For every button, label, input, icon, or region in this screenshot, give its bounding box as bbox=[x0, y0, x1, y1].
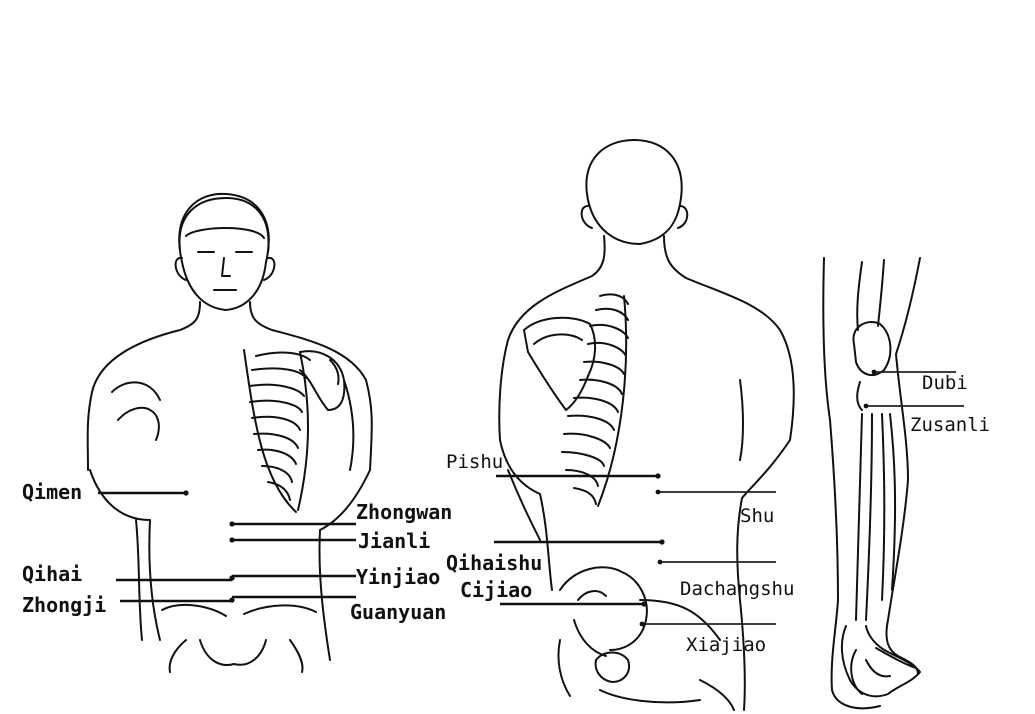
label-jianli: Jianli bbox=[358, 531, 430, 551]
back-scapula bbox=[524, 318, 595, 410]
label-qihai: Qihai bbox=[22, 564, 82, 584]
dachangshu-point bbox=[658, 560, 663, 565]
back-head-outline bbox=[586, 140, 681, 244]
label-zhongwan: Zhongwan bbox=[356, 502, 452, 522]
zusanli-point bbox=[864, 404, 869, 409]
leg-knee bbox=[853, 322, 890, 410]
label-qimen: Qimen bbox=[22, 482, 82, 502]
leg-tibia-fibula bbox=[856, 414, 895, 620]
front-left-arm bbox=[112, 382, 160, 440]
label-zusanli: Zusanli bbox=[910, 416, 990, 435]
qihaishu-point bbox=[659, 539, 664, 544]
label-qihaishu: Qihaishu bbox=[446, 553, 542, 573]
cijiao-point bbox=[641, 601, 646, 606]
front-head-outline bbox=[179, 194, 268, 310]
label-xiajiao: Xiajiao bbox=[686, 636, 766, 655]
zhongwan-point bbox=[229, 521, 234, 526]
label-yinjiao: Yinjiao bbox=[356, 567, 440, 587]
label-zhongji: Zhongji bbox=[22, 595, 106, 615]
label-dubi: Dubi bbox=[922, 374, 968, 393]
zhongji-guanyuan-point bbox=[229, 597, 234, 602]
front-ribcage bbox=[244, 350, 310, 512]
front-neck-shoulders bbox=[88, 302, 372, 470]
label-dachangshu: Dachangshu bbox=[680, 580, 794, 599]
front-nose-mouth bbox=[214, 258, 236, 290]
pishu-point bbox=[655, 473, 660, 478]
label-pishu: Pishu bbox=[446, 453, 503, 472]
xiajiao-point bbox=[640, 622, 645, 627]
back-ribs bbox=[562, 294, 628, 506]
shu-point bbox=[656, 490, 661, 495]
leg-thigh-lines bbox=[857, 260, 884, 330]
qimen-point bbox=[183, 490, 188, 495]
qihai-yinjiao-point bbox=[229, 575, 234, 580]
leg-figure bbox=[823, 258, 920, 708]
back-pelvis bbox=[558, 567, 700, 702]
label-guanyuan: Guanyuan bbox=[350, 602, 446, 622]
label-shu: Shu bbox=[740, 507, 774, 526]
leg-outline-back bbox=[886, 258, 920, 674]
front-pelvis bbox=[162, 605, 316, 672]
jianli-point bbox=[229, 537, 234, 542]
label-cijiao: Cijiao bbox=[460, 580, 532, 600]
dubi-point bbox=[872, 370, 877, 375]
back-torso-right bbox=[737, 380, 790, 710]
